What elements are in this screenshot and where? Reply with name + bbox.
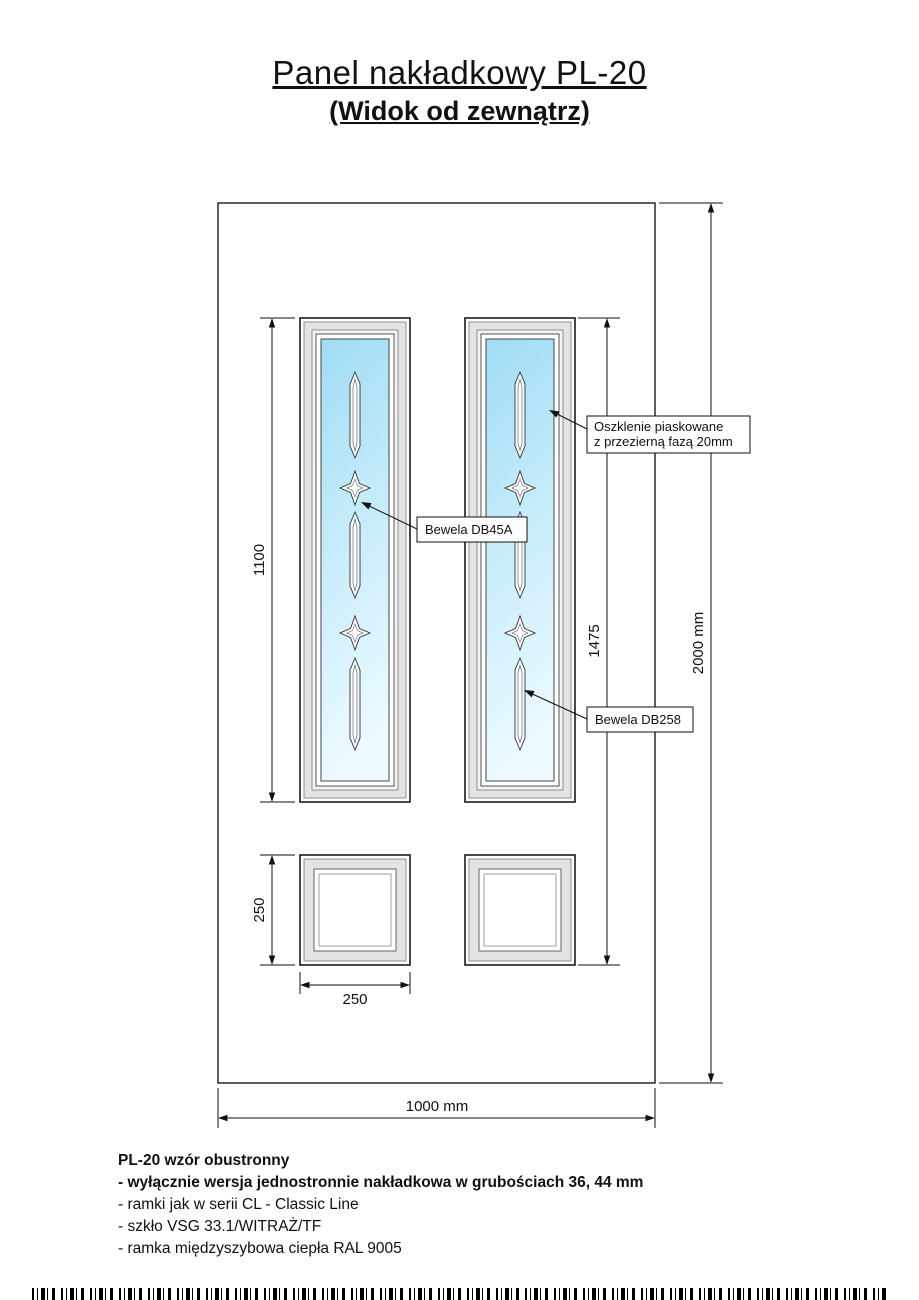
footer-notes: PL-20 wzór obustronny - wyłącznie wersja… <box>118 1150 643 1260</box>
footer-line-2: - wyłącznie wersja jednostronnie nakładk… <box>118 1174 644 1191</box>
page-title: Panel nakładkowy PL-20 <box>272 54 647 91</box>
callout-bevela-db258: Bewela DB258 <box>524 690 694 733</box>
dim-label-square-width: 250 <box>342 991 367 1008</box>
callout-glazing-line1: Oszklenie piaskowane <box>594 419 723 434</box>
callout-glazing: Oszklenie piaskowane z przezierną fazą 2… <box>549 410 751 454</box>
footer-line-1: PL-20 wzór obustronny <box>118 1152 290 1169</box>
dim-1000: 1000 mm <box>217 1088 656 1128</box>
bottom-square-left <box>299 854 411 966</box>
glass-panel-right <box>464 317 576 803</box>
door-outline <box>217 202 656 1084</box>
dim-label-square-height: 250 <box>251 897 268 922</box>
callout-glazing-line2: z przezierną fazą 20mm <box>594 434 733 449</box>
dim-label-glass-height: 1100 <box>251 544 268 576</box>
callout-db45a-label: Bewela DB45A <box>425 522 513 537</box>
dim-label-door-height: 2000 mm <box>690 612 707 675</box>
callout-db258-label: Bewela DB258 <box>595 712 681 727</box>
barcode-strip <box>32 1288 888 1300</box>
footer-line-5: - ramka międzyszybowa ciepła RAL 9005 <box>118 1240 402 1257</box>
dim-250-width: 250 <box>299 972 411 1008</box>
dim-label-door-width: 1000 mm <box>406 1098 469 1115</box>
callout-bevela-db45a: Bewela DB45A <box>361 502 528 543</box>
bottom-square-right <box>464 854 576 966</box>
dim-1100: 1100 <box>251 317 295 803</box>
page-subtitle: (Widok od zewnątrz) <box>329 96 590 126</box>
title-block: Panel nakładkowy PL-20 (Widok od zewnątr… <box>0 54 919 127</box>
glass-panel-left <box>299 317 411 803</box>
dim-250-height: 250 <box>251 854 295 966</box>
footer-line-3: - ramki jak w serii CL - Classic Line <box>118 1196 359 1213</box>
dim-2000: 2000 mm <box>659 202 723 1084</box>
footer-line-4: - szkło VSG 33.1/WITRAŻ/TF <box>118 1218 322 1235</box>
dim-label-panel-span: 1475 <box>586 624 603 657</box>
